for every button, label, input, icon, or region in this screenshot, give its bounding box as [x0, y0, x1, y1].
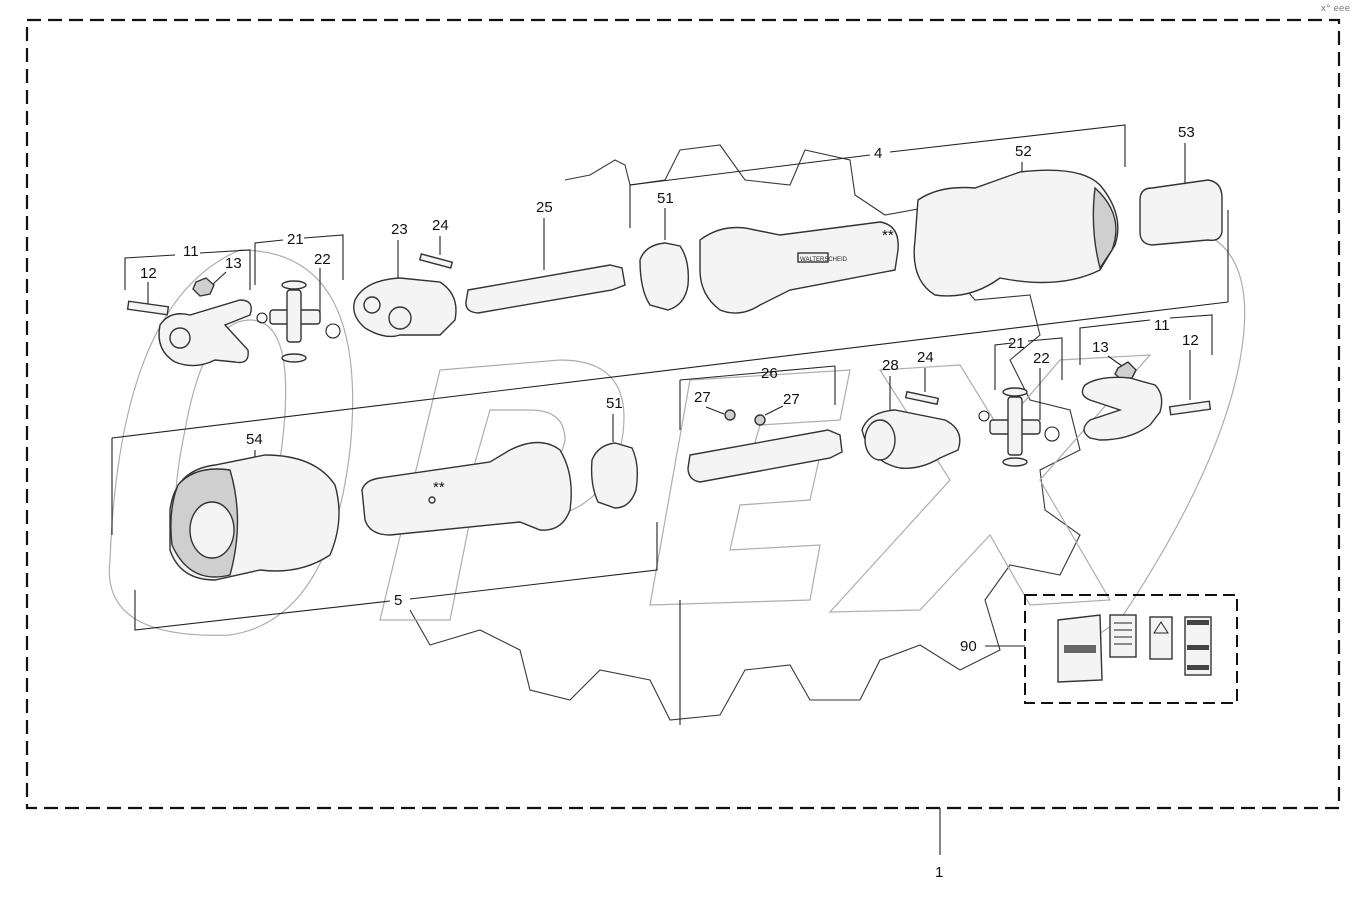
label-21-right: 21 [1008, 335, 1025, 352]
inner-tube-bottom-group: 26 27 27 [687, 365, 843, 483]
bearing-ring-bottom-icon [590, 442, 639, 509]
inner-yoke-icon [353, 277, 457, 338]
bracket-26 [679, 365, 836, 381]
label-27-right: 27 [783, 391, 800, 408]
label-25: 25 [536, 199, 553, 216]
bracket-4: 4 [629, 124, 1126, 228]
label-23: 23 [391, 221, 408, 238]
inner-tube-bottom-icon [687, 429, 843, 483]
cross-joint-icon [269, 280, 321, 363]
warning-decal-icon [1149, 616, 1173, 660]
shield-group-top: 51 WALTERSCHEID ** [639, 190, 899, 314]
circlip-icon [325, 323, 341, 339]
label-27-left: 27 [694, 389, 711, 406]
label-53: 53 [1178, 124, 1195, 141]
star-bottom: ** [433, 479, 445, 496]
nut-icon [192, 277, 215, 297]
bellows-group-bottom: 54 [169, 431, 340, 581]
label-51-bottom: 51 [606, 395, 623, 412]
brand-text: WALTERSCHEID [800, 257, 848, 263]
grease-nipple-icon [724, 409, 736, 421]
star-top: ** [882, 227, 894, 244]
label-13-left: 13 [225, 255, 242, 272]
outer-tube-icon [361, 441, 572, 536]
support-tube-icon [1139, 179, 1223, 246]
watermark-gear [409, 144, 1081, 721]
label-kit-box [1024, 594, 1238, 704]
yoke-icon [158, 299, 252, 367]
label-28: 28 [882, 357, 899, 374]
label-12-right: 12 [1182, 332, 1199, 349]
label-1: 1 [935, 864, 943, 881]
shield-group-bottom: ** 51 [361, 395, 639, 536]
brand-plate [797, 252, 829, 263]
label-kit-group: 90 [960, 594, 1238, 704]
label-24-top: 24 [432, 217, 449, 234]
label-22-right: 22 [1033, 350, 1050, 367]
bracket-5: 5 [134, 522, 658, 631]
label-13-right: 13 [1092, 339, 1109, 356]
inner-yoke-group: 23 24 25 [353, 199, 626, 338]
bellows-group-top: 52 53 [913, 124, 1223, 297]
cross-joint-right-icon [989, 387, 1041, 467]
spring-pin-right-icon [904, 390, 940, 406]
inner-yoke-right-group: 28 24 [861, 349, 961, 469]
label-22-left: 22 [314, 251, 331, 268]
bearing-ring-icon [639, 242, 690, 311]
bolt-icon [126, 300, 170, 316]
assembly-boundary [25, 18, 1341, 810]
shield-cone-top-icon [699, 221, 899, 314]
yoke-group-left: 11 21 12 13 22 [124, 231, 344, 367]
label-12-left: 12 [140, 265, 157, 282]
label-52: 52 [1015, 143, 1032, 160]
yoke-right-icon [1081, 376, 1163, 441]
label-90: 90 [960, 638, 977, 655]
decal-icon [1109, 614, 1137, 658]
label-21-left: 21 [287, 231, 304, 248]
inner-tube-icon [465, 264, 626, 314]
corner-mark: x° eee [1320, 4, 1350, 14]
bellows-top-icon [913, 169, 1119, 297]
label-11-right: 11 [1154, 317, 1170, 334]
label-26: 26 [761, 365, 778, 382]
label-4: 4 [874, 145, 882, 162]
label-24-bottom: 24 [917, 349, 934, 366]
connector-top [111, 301, 1229, 439]
label-5: 5 [394, 592, 402, 609]
yoke-group-right: 21 11 22 13 12 [978, 314, 1213, 467]
bolt-right-icon [1168, 400, 1212, 416]
spring-pin-icon [418, 253, 454, 269]
label-54: 54 [246, 431, 263, 448]
label-11-left: 11 [183, 243, 199, 260]
label-51-top: 51 [657, 190, 674, 207]
